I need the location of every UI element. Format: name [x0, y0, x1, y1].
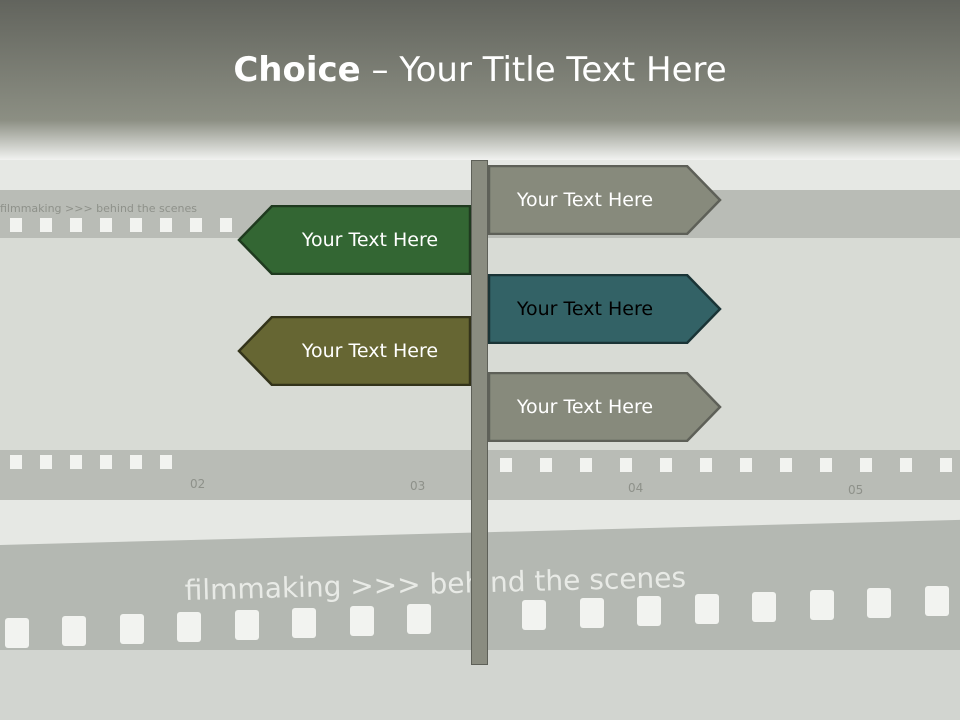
page-title: Choice – Your Title Text Here: [233, 50, 727, 90]
film-number: 02: [190, 477, 205, 491]
arrow-shape: [237, 316, 471, 386]
film-number: 05: [848, 483, 863, 497]
arrow-shape: [488, 165, 722, 235]
arrow-shape: [488, 274, 722, 344]
sign-label: Your Text Here: [516, 396, 654, 418]
sign-arrow-left[interactable]: Your Text Here: [237, 316, 471, 386]
sign-label: Your Text Here: [516, 189, 654, 211]
film-number: 04: [628, 481, 643, 495]
film-number: 03: [410, 479, 425, 493]
arrow-shape: [237, 205, 471, 275]
signpost-pole: [471, 160, 488, 665]
sign-arrow-right[interactable]: Your Text Here: [488, 165, 722, 235]
sign-arrow-left[interactable]: Your Text Here: [237, 205, 471, 275]
arrow-shape: [488, 372, 722, 442]
sign-arrow-right[interactable]: Your Text Here: [488, 274, 722, 344]
film-text-top: filmmaking >>> behind the scenes: [0, 202, 197, 215]
sign-label: Your Text Here: [301, 340, 439, 362]
sign-label: Your Text Here: [516, 298, 654, 320]
sign-arrow-right[interactable]: Your Text Here: [488, 372, 722, 442]
sign-label: Your Text Here: [301, 229, 439, 251]
